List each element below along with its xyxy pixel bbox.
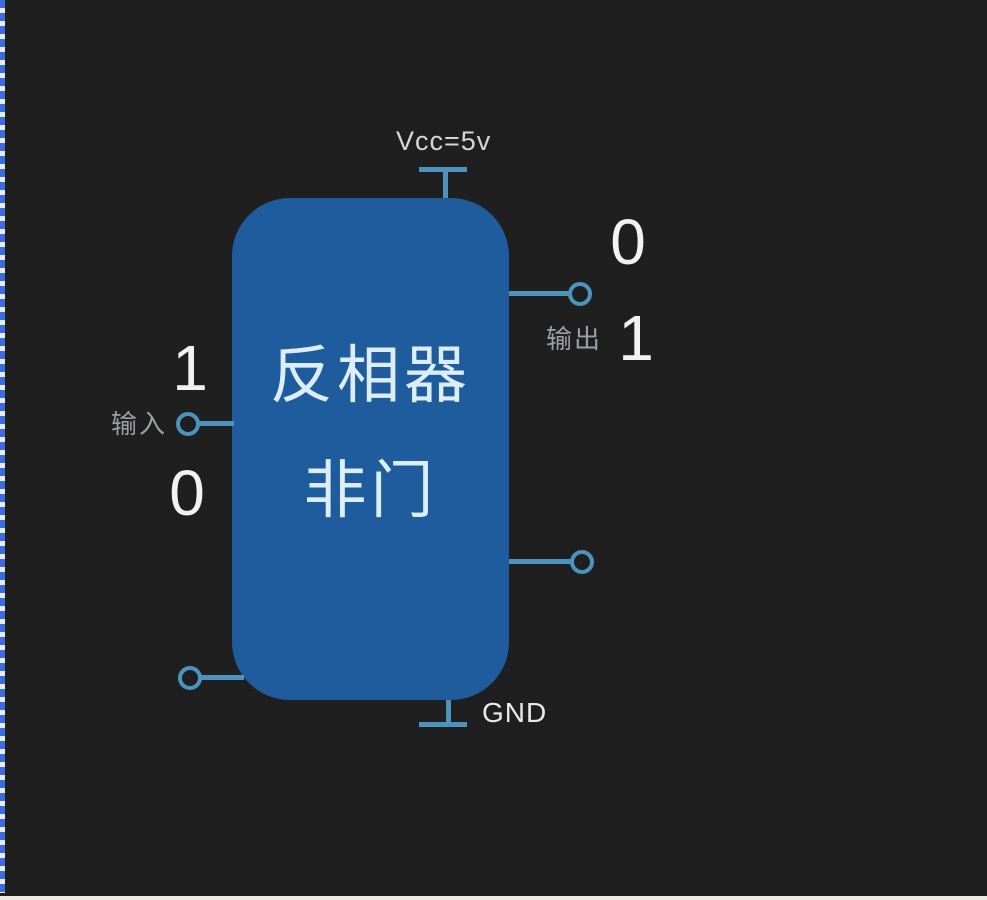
output-value-low: 1 (618, 302, 654, 374)
nc-pin-terminal-right[interactable] (570, 550, 594, 574)
inverter-chip-body[interactable]: 反相器 非门 (232, 198, 509, 700)
selection-dashed-border-left (0, 0, 5, 893)
input-value-low: 0 (169, 457, 205, 529)
input-wire (199, 421, 234, 426)
gnd-wire (446, 700, 451, 724)
input-pin-terminal[interactable] (176, 412, 200, 436)
gnd-rail-bar (419, 722, 467, 727)
gnd-label: GND (482, 697, 548, 728)
input-label: 输入 (111, 409, 168, 439)
vcc-wire (443, 170, 448, 200)
vcc-rail-bar (419, 167, 467, 172)
output-value-high: 0 (610, 206, 646, 278)
output-label: 输出 (546, 324, 603, 354)
chip-name-line2: 非门 (303, 456, 438, 526)
bottom-edge-strip (0, 896, 987, 900)
input-value-high: 1 (172, 332, 208, 404)
output-wire (509, 291, 570, 296)
chip-name-line1: 反相器 (270, 341, 471, 411)
nc-pin-terminal-left[interactable] (178, 666, 202, 690)
nc-wire-right (509, 559, 571, 564)
output-pin-terminal[interactable] (568, 282, 592, 306)
nc-wire-left (200, 675, 244, 680)
vcc-label: Vcc=5v (396, 126, 492, 156)
